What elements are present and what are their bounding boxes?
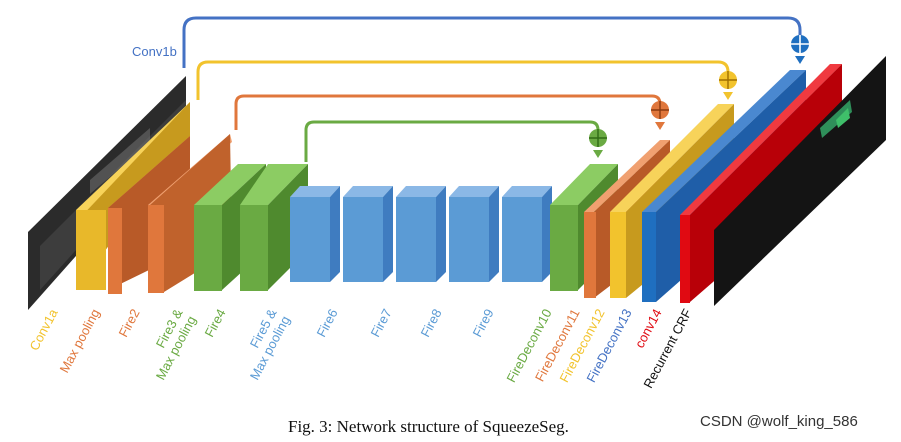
blue-fire-block bbox=[290, 186, 340, 282]
add-node-yellow-icon bbox=[719, 71, 737, 100]
layer-label: conv14 bbox=[632, 306, 665, 350]
layer-label: Fire2 bbox=[115, 306, 142, 339]
skip-yellow bbox=[196, 60, 730, 100]
layer-label: Fire6 bbox=[313, 306, 340, 339]
layer-label: Fire5 &Max pooling bbox=[233, 306, 293, 382]
add-node-blue-icon bbox=[791, 35, 809, 64]
skip-orange bbox=[234, 94, 662, 130]
add-node-green-icon bbox=[589, 129, 607, 158]
skip-conv1b bbox=[182, 16, 802, 68]
layer-label: Conv1a bbox=[26, 306, 61, 353]
layer-label: Max pooling bbox=[56, 306, 102, 375]
output-segmentation-image bbox=[714, 56, 886, 306]
blue-fire-block bbox=[396, 186, 446, 282]
add-node-orange-icon bbox=[651, 101, 669, 130]
watermark: CSDN @wolf_king_586 bbox=[700, 413, 858, 430]
conv1b-label: Conv1b bbox=[132, 44, 177, 59]
layer-label: Fire9 bbox=[469, 306, 496, 339]
layer-label: Fire7 bbox=[367, 306, 394, 339]
blue-fire-block bbox=[343, 186, 393, 282]
layer-label: Fire8 bbox=[417, 306, 444, 339]
layer-label: Fire3 &Max pooling bbox=[139, 306, 199, 382]
blue-fire-block bbox=[502, 186, 552, 282]
blue-fire-blocks bbox=[290, 186, 552, 282]
skip-connections bbox=[182, 16, 802, 162]
layer-label: Fire4 bbox=[201, 306, 228, 339]
skip-green bbox=[304, 120, 600, 162]
add-nodes bbox=[589, 35, 809, 158]
figure-caption: Fig. 3: Network structure of SqueezeSeg. bbox=[288, 417, 569, 436]
blue-fire-block bbox=[449, 186, 499, 282]
